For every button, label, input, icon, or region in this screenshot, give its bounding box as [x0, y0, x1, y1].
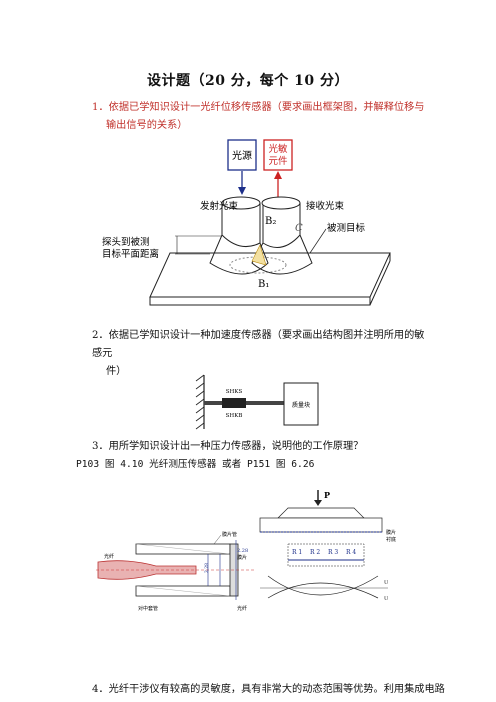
page-title: 设计题（20 分，每个 10 分）: [146, 73, 350, 89]
c-label: C: [295, 223, 303, 234]
fiber-displacement-diagram: 光源 光敏 元件 发射光束 接收光束 被测目标 C B₂ B₁ 探头到被测 目标…: [102, 139, 391, 306]
r1-label: R 1: [292, 549, 302, 556]
detector-label-2: 元件: [268, 155, 288, 167]
label-centering-sleeve: 对中套管: [138, 605, 158, 612]
mass-block-label: 质量块: [292, 401, 310, 409]
detector-label-1: 光敏: [268, 143, 288, 155]
target-label: 被测目标: [327, 222, 366, 234]
textbook-reference: P103 图 4.10 光纤测压传感器 或者 P151 图 6.26: [76, 459, 315, 470]
label-fiber-right: 光纤: [237, 605, 247, 612]
question-1-line1: 1．依据已学知识设计一光纤位移传感器（要求画出框架图，并解释位移与: [92, 102, 425, 113]
label-diaphragm-tube: 膜片管: [222, 531, 237, 538]
question-1: 1．依据已学知识设计一光纤位移传感器（要求画出框架图，并解释位移与 输出信号的关…: [92, 99, 432, 135]
question-3: 3．用所学知识设计出一种压力传感器，说明他的工作原理？: [92, 438, 432, 456]
light-source-label: 光源: [232, 149, 252, 162]
b2-label: B₂: [265, 216, 276, 227]
question-2-line1: 2．依据已学知识设计一种加速度传感器（要求画出结构图并注明所用的敏感元: [92, 330, 425, 359]
distance-label-2: 目标平面距离: [102, 248, 159, 260]
label-dimension: 2.28: [237, 548, 248, 554]
question-1-line2: 输出信号的关系）: [106, 120, 188, 131]
distance-label-1: 探头到被测: [102, 236, 150, 248]
receive-beam-label: 接收光束: [306, 200, 345, 212]
question-3-line1: 3．用所学知识设计出一种压力传感器，说明他的工作原理？: [92, 441, 364, 452]
r4-label: R 4: [346, 549, 356, 556]
svg-text:2.28: 2.28: [204, 563, 210, 573]
u-label-1: U: [384, 580, 388, 586]
light-source-box: [227, 139, 257, 171]
detector-box: [263, 139, 293, 171]
emit-beam-label: 发射光束: [200, 200, 239, 212]
label-fiber: 光纤: [104, 553, 114, 560]
gauge-lower-label: SHKB: [226, 413, 243, 419]
question-4: 4．光纤干涉仪有较高的灵敏度，具有非常大的动态范围等优势。利用集成电路: [92, 681, 452, 699]
side-label-2: 衬底: [386, 536, 396, 543]
target-plate: [149, 252, 391, 298]
question-2: 2．依据已学知识设计一种加速度传感器（要求画出结构图并注明所用的敏感元 件）: [92, 327, 432, 381]
u-label-2: U: [384, 596, 388, 602]
mass-block: [283, 382, 319, 426]
b1-label: B₁: [258, 279, 269, 290]
pressure-label: P: [324, 490, 330, 500]
gauge-upper-label: SHKS: [226, 389, 243, 395]
accelerometer-diagram: SHKS SHKB 质量块: [195, 374, 319, 430]
r3-label: R 3: [328, 549, 338, 556]
question-4-line1: 4．光纤干涉仪有较高的灵敏度，具有非常大的动态范围等优势。利用集成电路: [92, 684, 445, 695]
side-label-1: 膜片: [386, 529, 396, 536]
fiber-pressure-diagram: 2.28 膜片管 2.28 膜片 光纤 对中套管 光纤: [96, 531, 256, 612]
r2-label: R 2: [310, 549, 320, 556]
question-2-line2: 件）: [106, 366, 127, 377]
label-diaphragm: 膜片: [237, 554, 247, 561]
strain-diaphragm-diagram: P 膜片 衬底 R 1 R 2 R 3 R 4 U U: [259, 490, 396, 602]
